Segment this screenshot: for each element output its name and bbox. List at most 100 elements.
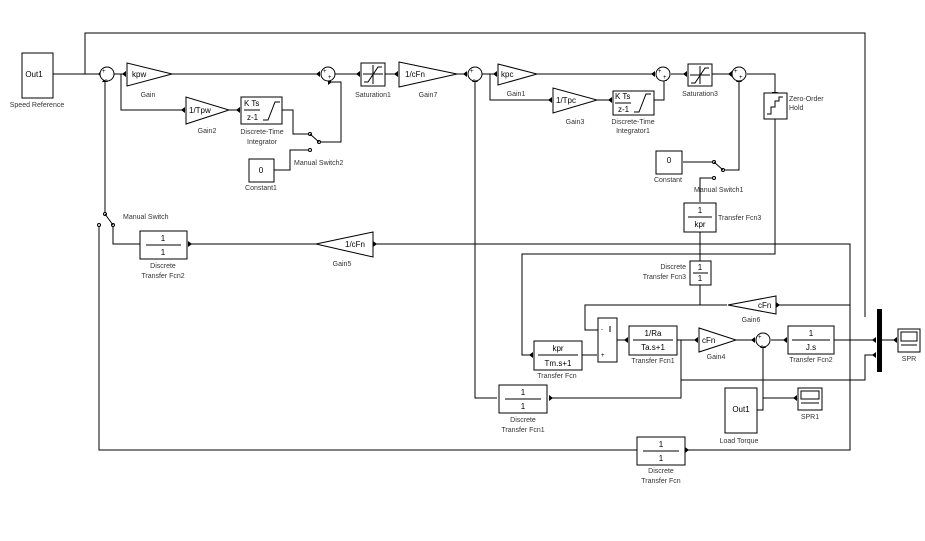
- discrete-transfer-fcn3-block[interactable]: 1 1 Discrete Transfer Fcn3: [643, 260, 712, 286]
- manual-switch2-block[interactable]: Manual Switch2: [294, 132, 344, 168]
- svg-text:Out1: Out1: [25, 70, 43, 79]
- svg-text:+: +: [328, 75, 332, 81]
- mux-block[interactable]: [877, 309, 882, 372]
- svg-text:1/cFn: 1/cFn: [405, 70, 425, 79]
- discrete-time-integrator1-block[interactable]: K Ts z-1 Discrete-Time Integrator1: [611, 90, 655, 135]
- svg-text:cFn: cFn: [758, 301, 771, 310]
- svg-text:Zero-Order: Zero-Order: [789, 96, 824, 103]
- svg-text:Gain7: Gain7: [419, 92, 438, 99]
- svg-text:0: 0: [667, 156, 672, 165]
- svg-text:Integrator1: Integrator1: [616, 128, 650, 135]
- gain6-block[interactable]: cFn Gain6: [727, 295, 777, 324]
- svg-text:Saturation3: Saturation3: [682, 91, 718, 98]
- discrete-transfer-fcn1-block[interactable]: 1 1 Discrete Transfer Fcn1: [498, 384, 548, 434]
- discrete-transfer-fcn2-block[interactable]: 1 1 Discrete Transfer Fcn2: [139, 230, 188, 280]
- gain3-block[interactable]: 1/Tpc Gain3: [552, 87, 599, 126]
- svg-text:Transfer Fcn: Transfer Fcn: [537, 373, 577, 380]
- svg-text:Manual Switch: Manual Switch: [123, 214, 169, 221]
- sum-block-6[interactable]: + -: [755, 332, 771, 349]
- svg-text:1: 1: [161, 248, 166, 257]
- svg-text:Tm.s+1: Tm.s+1: [545, 359, 572, 368]
- sum-block-rect[interactable]: - +: [597, 317, 618, 363]
- svg-text:Hold: Hold: [789, 105, 804, 112]
- svg-text:1: 1: [659, 440, 664, 449]
- svg-text:z-1: z-1: [247, 113, 259, 122]
- svg-text:1: 1: [161, 234, 166, 243]
- svg-text:Discrete-Time: Discrete-Time: [240, 129, 283, 136]
- svg-text:-: -: [473, 77, 475, 83]
- load-torque-block[interactable]: Out1 Load Torque: [720, 387, 759, 445]
- transfer-fcn3-block[interactable]: 1 kpr Transfer Fcn3: [683, 202, 761, 233]
- svg-text:+: +: [601, 353, 605, 359]
- svg-text:+: +: [102, 69, 106, 75]
- sum-block-3[interactable]: + -: [467, 66, 483, 83]
- svg-text:-: -: [761, 343, 763, 349]
- svg-text:1: 1: [698, 263, 703, 272]
- svg-text:1/Ra: 1/Ra: [645, 329, 662, 338]
- svg-text:Discrete: Discrete: [648, 468, 674, 475]
- svg-text:+: +: [323, 69, 327, 75]
- transfer-fcn-block[interactable]: kpr Tm.s+1 Transfer Fcn: [533, 340, 583, 380]
- svg-text:kpr: kpr: [552, 344, 563, 353]
- svg-text:Constant1: Constant1: [245, 185, 277, 192]
- gain7-block[interactable]: 1/cFn Gain7: [398, 61, 458, 99]
- discrete-transfer-fcn-block[interactable]: 1 1 Discrete Transfer Fcn: [636, 436, 686, 485]
- svg-text:Discrete: Discrete: [150, 263, 176, 270]
- svg-text:kpr: kpr: [694, 220, 705, 229]
- gain4-block[interactable]: cFn Gain4: [698, 327, 738, 361]
- constant1-block[interactable]: 0 Constant1: [245, 158, 277, 192]
- svg-text:Saturation1: Saturation1: [355, 92, 391, 99]
- svg-text:Transfer Fcn3: Transfer Fcn3: [643, 274, 686, 281]
- gain-block[interactable]: kpw Gain: [126, 62, 173, 99]
- sum-block-5[interactable]: + +: [731, 66, 747, 82]
- svg-text:1: 1: [809, 329, 814, 338]
- zero-order-hold-block[interactable]: Zero-Order Hold: [763, 92, 824, 120]
- saturation1-block[interactable]: Saturation1: [355, 62, 391, 99]
- svg-text:K Ts: K Ts: [615, 92, 630, 101]
- svg-text:-: -: [105, 77, 107, 83]
- svg-text:1/cFn: 1/cFn: [345, 240, 365, 249]
- svg-text:+: +: [658, 69, 662, 75]
- svg-text:1: 1: [698, 206, 703, 215]
- transfer-fcn1-block[interactable]: 1/Ra Ta.s+1 Transfer Fcn1: [628, 325, 678, 365]
- svg-text:Discrete: Discrete: [660, 264, 686, 271]
- svg-text:+: +: [663, 75, 667, 81]
- svg-text:Transfer Fcn1: Transfer Fcn1: [631, 358, 674, 365]
- svg-text:+: +: [734, 69, 738, 75]
- gain2-block[interactable]: 1/Tpw Gain2: [185, 96, 231, 135]
- svg-text:K Ts: K Ts: [244, 99, 259, 108]
- sum-block-4[interactable]: + +: [655, 66, 671, 82]
- svg-text:Gain4: Gain4: [707, 354, 726, 361]
- discrete-time-integrator-block[interactable]: K Ts z-1 Discrete-Time Integrator: [240, 96, 284, 146]
- manual-switch1-block[interactable]: Manual Switch1: [694, 160, 744, 195]
- gain1-block[interactable]: kpc Gain1: [497, 63, 539, 98]
- svg-text:z-1: z-1: [618, 105, 630, 114]
- transfer-fcn2-block[interactable]: 1 J.s Transfer Fcn2: [787, 325, 835, 364]
- arrowheads: [98, 71, 897, 453]
- svg-text:Integrator: Integrator: [247, 139, 278, 146]
- svg-text:Discrete: Discrete: [510, 417, 536, 424]
- svg-text:Discrete-Time: Discrete-Time: [611, 119, 654, 126]
- svg-text:Gain6: Gain6: [742, 317, 761, 324]
- svg-text:kpw: kpw: [132, 70, 146, 79]
- svg-text:Gain3: Gain3: [566, 119, 585, 126]
- svg-text:Ta.s+1: Ta.s+1: [641, 343, 665, 352]
- constant-block[interactable]: 0 Constant: [654, 150, 683, 184]
- manual-switch-block[interactable]: Manual Switch: [97, 212, 169, 227]
- svg-text:SPR: SPR: [902, 356, 916, 363]
- svg-text:Constant: Constant: [654, 177, 682, 184]
- svg-text:+: +: [739, 75, 743, 81]
- saturation3-block[interactable]: Saturation3: [682, 63, 718, 98]
- svg-text:+: +: [758, 335, 762, 341]
- speed-reference-block[interactable]: Out1 Speed Reference: [10, 52, 65, 109]
- spr1-scope-block[interactable]: SPR1: [797, 387, 823, 421]
- gain5-block[interactable]: 1/cFn Gain5: [315, 231, 374, 268]
- sum-block-1[interactable]: + -: [99, 66, 115, 83]
- spr-scope-block[interactable]: SPR: [897, 328, 921, 363]
- svg-text:Gain2: Gain2: [198, 128, 217, 135]
- svg-text:1: 1: [698, 274, 703, 283]
- sum-block-2[interactable]: + +: [320, 66, 336, 82]
- svg-text:Manual Switch1: Manual Switch1: [694, 187, 744, 194]
- svg-text:Transfer Fcn: Transfer Fcn: [641, 478, 681, 485]
